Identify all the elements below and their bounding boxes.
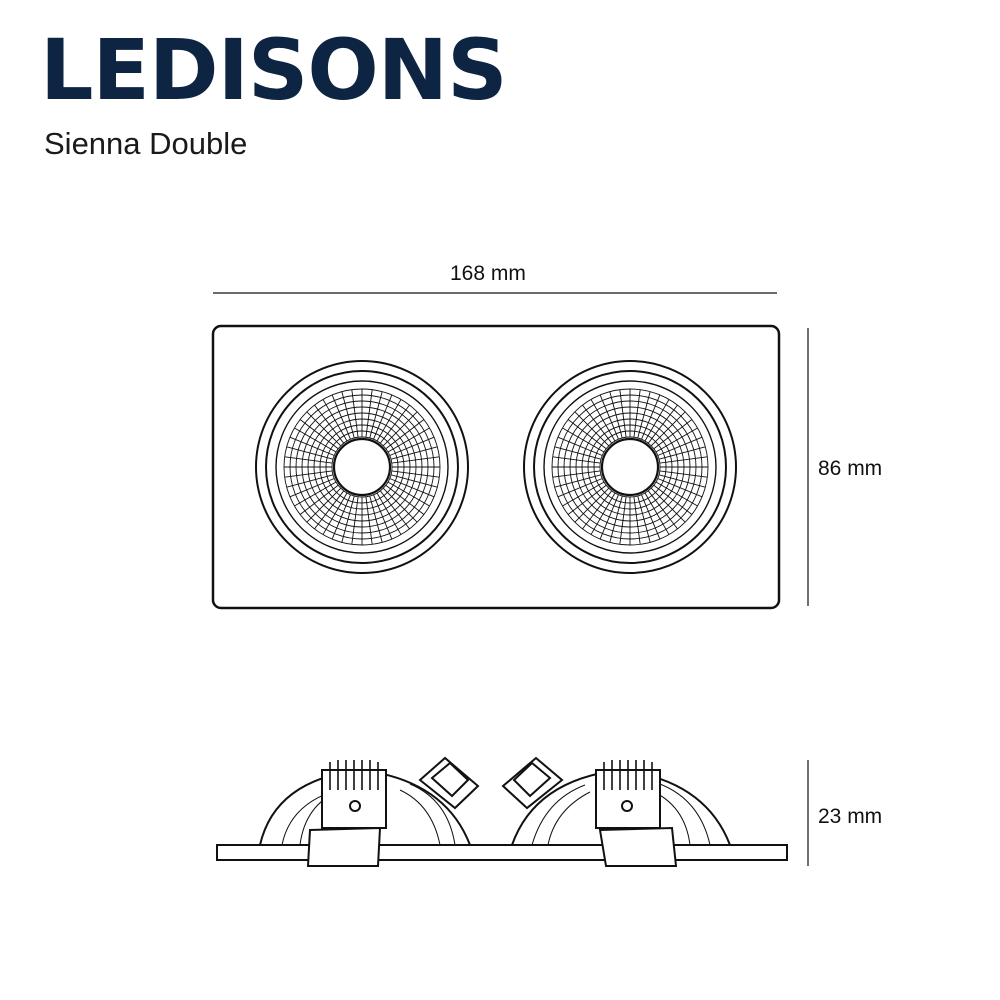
product-name: Sienna Double [44, 126, 248, 161]
front-view-plate [211, 324, 781, 610]
width-dimension-label: 168 mm [450, 262, 526, 285]
height-dimension-label: 86 mm [818, 457, 883, 480]
depth-dimension-label: 23 mm [818, 805, 883, 828]
right-lamp-front-view [523, 360, 737, 574]
right-reflector-grid [551, 388, 709, 546]
side-view-plate [216, 844, 788, 861]
side-view [216, 756, 788, 867]
right-spring-clip [595, 760, 678, 867]
brand-logo: LEDISONS [40, 21, 508, 119]
right-connector [501, 756, 564, 810]
left-spring-clip [306, 760, 387, 867]
left-connector [418, 756, 480, 810]
left-lamp-front-view [255, 360, 469, 574]
left-reflector-grid [283, 388, 441, 546]
